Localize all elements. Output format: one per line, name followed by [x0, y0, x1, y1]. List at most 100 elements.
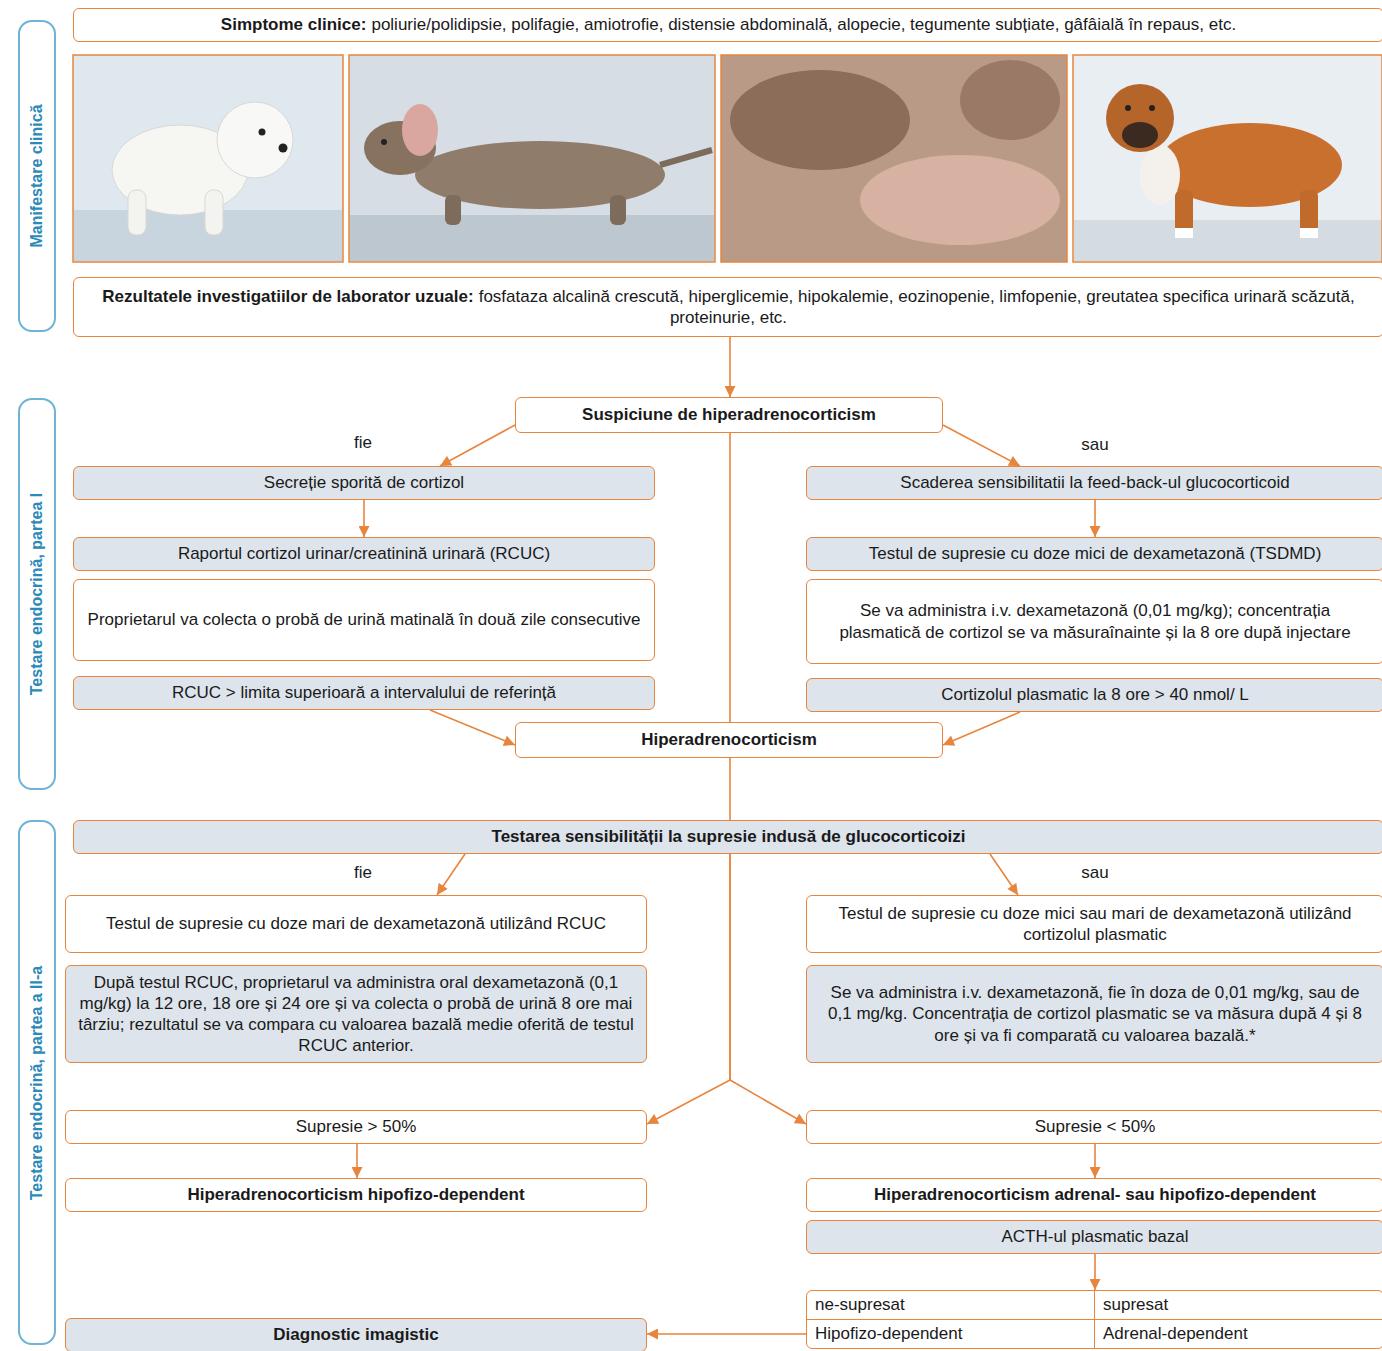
dog-nose	[279, 144, 288, 153]
text-wrapper: RCUC > limita superioară a intervalului …	[84, 682, 644, 703]
table-cell: Adrenal-dependent	[1095, 1320, 1382, 1348]
connector-arrow	[943, 712, 1020, 745]
dog-head	[1106, 84, 1174, 152]
dog-paw	[1175, 228, 1193, 238]
criterion-box: RCUC > limita superioară a intervalului …	[73, 676, 655, 710]
box-text: Suspiciune de hiperadrenocorticism	[526, 404, 932, 425]
connector-arrow	[729, 337, 731, 397]
lab-results-box: Rezultatele investigatiilor de laborator…	[73, 277, 1382, 337]
skin-patch	[860, 155, 1060, 245]
box-text: Testarea sensibilității la supresie indu…	[84, 826, 1373, 847]
dog-paw	[1300, 228, 1318, 238]
box-text: Raportul cortizol urinar/creatinină urin…	[84, 543, 644, 564]
result-box: Diagnostic imagistic	[65, 1318, 647, 1351]
connector-arrow	[356, 1144, 358, 1178]
text-wrapper: Secreție sporită de cortizol	[84, 472, 644, 493]
text-wrapper: Simptome clinice:poliurie/polidipsie, po…	[84, 14, 1373, 35]
photo-frame	[1073, 55, 1382, 262]
photo-frame	[73, 55, 343, 262]
result-table: ne-supresatsupresatHipofizo-dependentAdr…	[806, 1290, 1382, 1349]
box-text: Se va administra i.v. dexametazonă, fie …	[817, 982, 1373, 1046]
text-wrapper: Proprietarul va colecta o probă de urină…	[84, 609, 644, 630]
dog-ear	[402, 104, 438, 156]
dog-eye	[381, 139, 387, 145]
text-wrapper: Testul de supresie cu doze mici de dexam…	[817, 543, 1373, 564]
instruction-box: Se va administra i.v. dexametazonă, fie …	[806, 965, 1382, 1063]
text-wrapper: Rezultatele investigatiilor de laborator…	[84, 286, 1373, 329]
connector-arrow	[729, 433, 731, 722]
connector-arrow	[647, 1333, 806, 1335]
dog-head	[217, 102, 293, 178]
test-box: Testul de supresie cu doze mici de dexam…	[806, 537, 1382, 571]
photo-floor	[350, 215, 714, 261]
instruction-box: După testul RCUC, proprietarul va admini…	[65, 965, 647, 1063]
box-heading: Rezultatele investigatiilor de laborator…	[102, 287, 473, 306]
box-text: Se va administra i.v. dexametazonă (0,01…	[817, 600, 1373, 643]
connector-arrow	[730, 854, 806, 1124]
text-wrapper: Hiperadrenocorticism adrenal- sau hipofi…	[817, 1184, 1373, 1205]
text-wrapper: Testare endocrină, partea a II-a	[20, 822, 54, 1343]
result-box: Hiperadrenocorticism adrenal- sau hipofi…	[806, 1178, 1382, 1212]
dog-eye	[1149, 105, 1155, 111]
box-text: Testul de supresie cu doze mari de dexam…	[76, 913, 636, 934]
photo-frame	[349, 55, 715, 262]
branch-label: fie	[323, 432, 403, 453]
instruction-box: Se va administra i.v. dexametazonă (0,01…	[806, 579, 1382, 664]
dog-leg	[1175, 190, 1193, 238]
text-wrapper: Hiperadrenocorticism	[526, 729, 932, 750]
criterion-box: Supresie < 50%	[806, 1110, 1382, 1144]
connector-arrow	[990, 854, 1018, 895]
dog-leg	[128, 190, 146, 235]
box-text: Scaderea sensibilitatii la feed-back-ul …	[817, 472, 1373, 493]
instruction-box: Proprietarul va colecta o probă de urină…	[73, 579, 655, 661]
symptom-box: Simptome clinice:poliurie/polidipsie, po…	[73, 8, 1382, 42]
text-wrapper: Scaderea sensibilitatii la feed-back-ul …	[817, 472, 1373, 493]
connector-arrow	[363, 500, 365, 537]
connector-arrow	[437, 854, 465, 895]
process-box: Scaderea sensibilitatii la feed-back-ul …	[806, 466, 1382, 500]
box-text: Cortizolul plasmatic la 8 ore > 40 nmol/…	[817, 684, 1373, 705]
box-text: Testul de supresie cu doze mici de dexam…	[817, 543, 1373, 564]
test-box: Testul de supresie cu doze mici sau mari…	[806, 895, 1382, 953]
dog-photo	[349, 55, 715, 262]
text-wrapper: ACTH-ul plasmatic bazal	[817, 1226, 1373, 1247]
section-title: Manifestare clinică	[27, 104, 47, 247]
dog-photo	[1073, 55, 1382, 262]
box-text: Hiperadrenocorticism hipofizo-dependent	[76, 1184, 636, 1205]
text-wrapper: Raportul cortizol urinar/creatinină urin…	[84, 543, 644, 564]
text-wrapper: Supresie > 50%	[76, 1116, 636, 1137]
text-wrapper: După testul RCUC, proprietarul va admini…	[76, 972, 636, 1057]
text-wrapper: ne-supresatsupresatHipofizo-dependentAdr…	[807, 1291, 1382, 1348]
box-text: Testul de supresie cu doze mici sau mari…	[817, 903, 1373, 946]
box-body: fosfataza alcalină crescută, hiperglicem…	[479, 287, 1355, 327]
connector-arrow	[1094, 1144, 1096, 1178]
text-wrapper: Testul de supresie cu doze mari de dexam…	[76, 913, 636, 934]
criterion-box: Cortizolul plasmatic la 8 ore > 40 nmol/…	[806, 678, 1382, 712]
connector-arrow	[943, 425, 1020, 466]
connector-arrow	[1094, 500, 1096, 537]
result-box: Hiperadrenocorticism	[515, 722, 943, 758]
box-text: Supresie < 50%	[817, 1116, 1373, 1137]
table-cell: supresat	[1095, 1291, 1382, 1320]
connector-arrow	[1094, 1254, 1096, 1290]
heading-box: Testarea sensibilității la supresie indu…	[73, 820, 1382, 854]
connector-arrow	[430, 710, 515, 745]
text-wrapper: Testare endocrină, partea I	[20, 400, 54, 788]
text-wrapper: Manifestare clinică	[20, 22, 54, 330]
test-box: Testul de supresie cu doze mari de dexam…	[65, 895, 647, 953]
connector-arrow	[647, 854, 730, 1124]
box-text: Hiperadrenocorticism adrenal- sau hipofi…	[817, 1184, 1373, 1205]
dog-leg	[610, 195, 626, 225]
branch-label: fie	[323, 862, 403, 883]
dog-eye	[1125, 105, 1131, 111]
dog-muzzle	[1122, 122, 1158, 148]
test-box: Raportul cortizol urinar/creatinină urin…	[73, 537, 655, 571]
text-wrapper: Supresie < 50%	[817, 1116, 1373, 1137]
box-text: Hiperadrenocorticism	[526, 729, 932, 750]
box-text: După testul RCUC, proprietarul va admini…	[76, 972, 636, 1057]
box-text: Diagnostic imagistic	[76, 1324, 636, 1345]
test-box: ACTH-ul plasmatic bazal	[806, 1220, 1382, 1254]
suspicion-box: Suspiciune de hiperadrenocorticism	[515, 397, 943, 433]
text-wrapper: Hiperadrenocorticism hipofizo-dependent	[76, 1184, 636, 1205]
